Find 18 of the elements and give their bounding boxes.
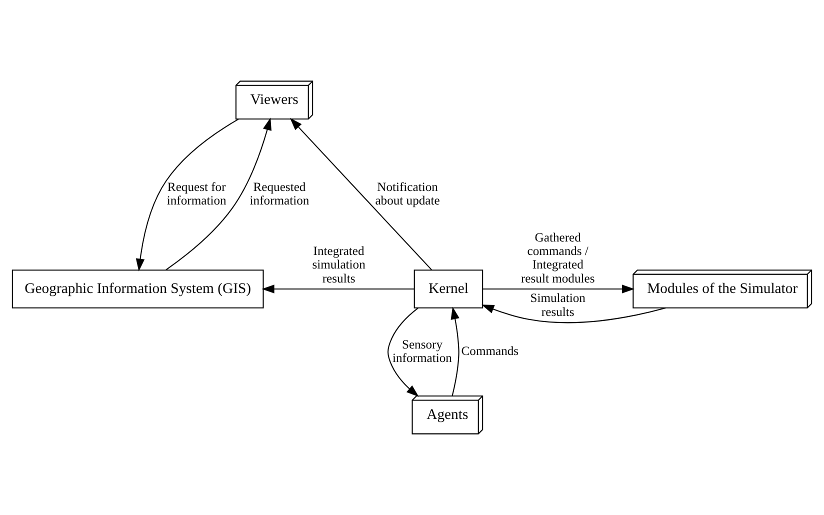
edge-label: Sensory information — [392, 337, 452, 366]
node-box: Kernel — [414, 270, 484, 308]
arrow — [388, 308, 419, 397]
arrow — [290, 118, 432, 270]
edge-label: Request for information — [166, 180, 226, 208]
edge-label: Commands — [461, 344, 519, 358]
edge-label: Requested information — [250, 180, 310, 208]
arrow — [481, 304, 666, 324]
arrow — [262, 284, 414, 294]
arrow — [450, 306, 460, 396]
node-box: Geographic Information System (GIS) — [12, 270, 264, 308]
arrow — [136, 118, 239, 272]
edge-label: Simulation results — [530, 291, 586, 319]
edge-label: Notification about update — [375, 180, 440, 208]
arrow — [166, 118, 272, 270]
edge-label: Gathered commands / Integrated result modules — [521, 230, 595, 286]
edge-label: Integrated simulation results — [312, 244, 366, 286]
arrow — [482, 284, 635, 294]
